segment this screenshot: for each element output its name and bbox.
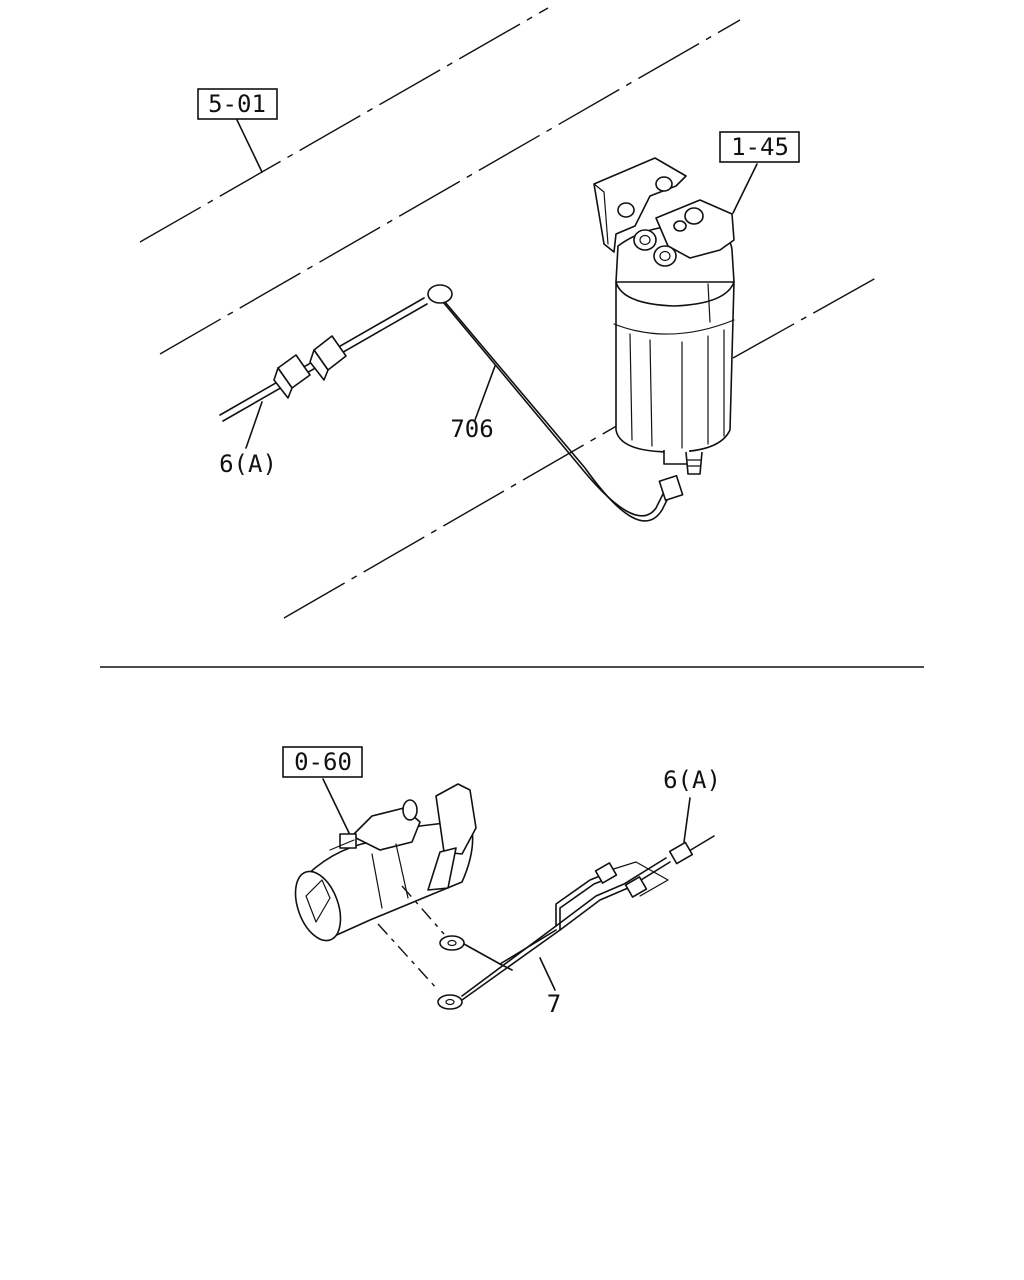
callout-1-45-label: 1-45 — [731, 133, 789, 161]
lower-assembly-view: 0-60 — [282, 746, 721, 1018]
harness-7[interactable]: 7 — [437, 835, 715, 1018]
callout-6a-lower[interactable]: 6(A) — [663, 766, 721, 843]
part-6a-lower-label: 6(A) — [663, 766, 721, 794]
terminal-phantom-1 — [401, 885, 445, 935]
callout-1-45[interactable]: 1-45 — [719, 131, 800, 214]
harness-6a-upper[interactable]: 6(A) — [219, 297, 428, 478]
callout-5-01-label: 5-01 — [208, 90, 266, 118]
callout-0-60-label: 0-60 — [294, 748, 352, 776]
callout-5-01[interactable]: 5-01 — [197, 88, 278, 173]
frame-rail-phantom — [139, 7, 877, 619]
callout-0-60[interactable]: 0-60 — [282, 746, 363, 836]
part-706-label: 706 — [450, 415, 493, 443]
upper-assembly-view: 5-01 — [139, 7, 877, 619]
part-7-label: 7 — [547, 990, 561, 1018]
terminal-phantom-2 — [377, 923, 439, 991]
harness-706[interactable]: 706 — [427, 284, 684, 522]
fuel-filter-assembly — [593, 157, 735, 475]
starter-motor — [294, 783, 477, 942]
part-6a-upper-label: 6(A) — [219, 450, 277, 478]
